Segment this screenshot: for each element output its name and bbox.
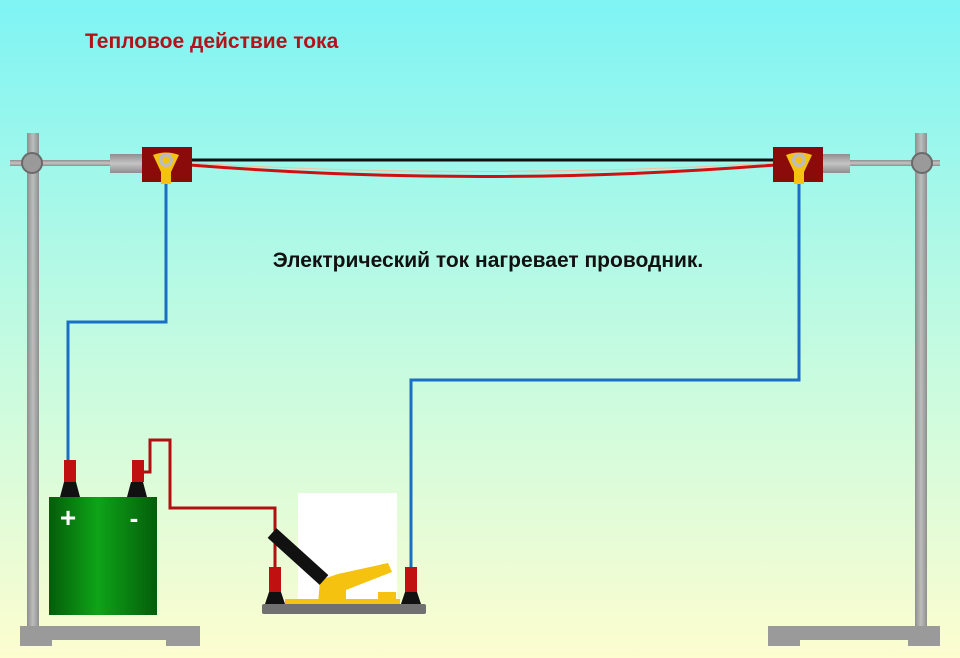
- battery: [49, 460, 157, 615]
- plus-label: +: [60, 502, 76, 533]
- knob-icon: [21, 152, 43, 174]
- blue-wire-left: [66, 184, 168, 462]
- switch-lever: [267, 528, 329, 585]
- knob-icon: [911, 152, 933, 174]
- red-wire: [142, 438, 277, 568]
- heated-wire: [189, 163, 776, 178]
- right-stand: [768, 133, 940, 646]
- left-clamp: [142, 147, 192, 184]
- page-title: Тепловое действие тока: [85, 30, 339, 53]
- right-clamp: [773, 147, 823, 184]
- left-stand: [10, 133, 200, 646]
- caption: Электрический ток нагревает проводник.: [272, 249, 704, 272]
- minus-label: -: [130, 503, 139, 533]
- blue-wire-right: [409, 184, 801, 567]
- switch: [262, 493, 426, 614]
